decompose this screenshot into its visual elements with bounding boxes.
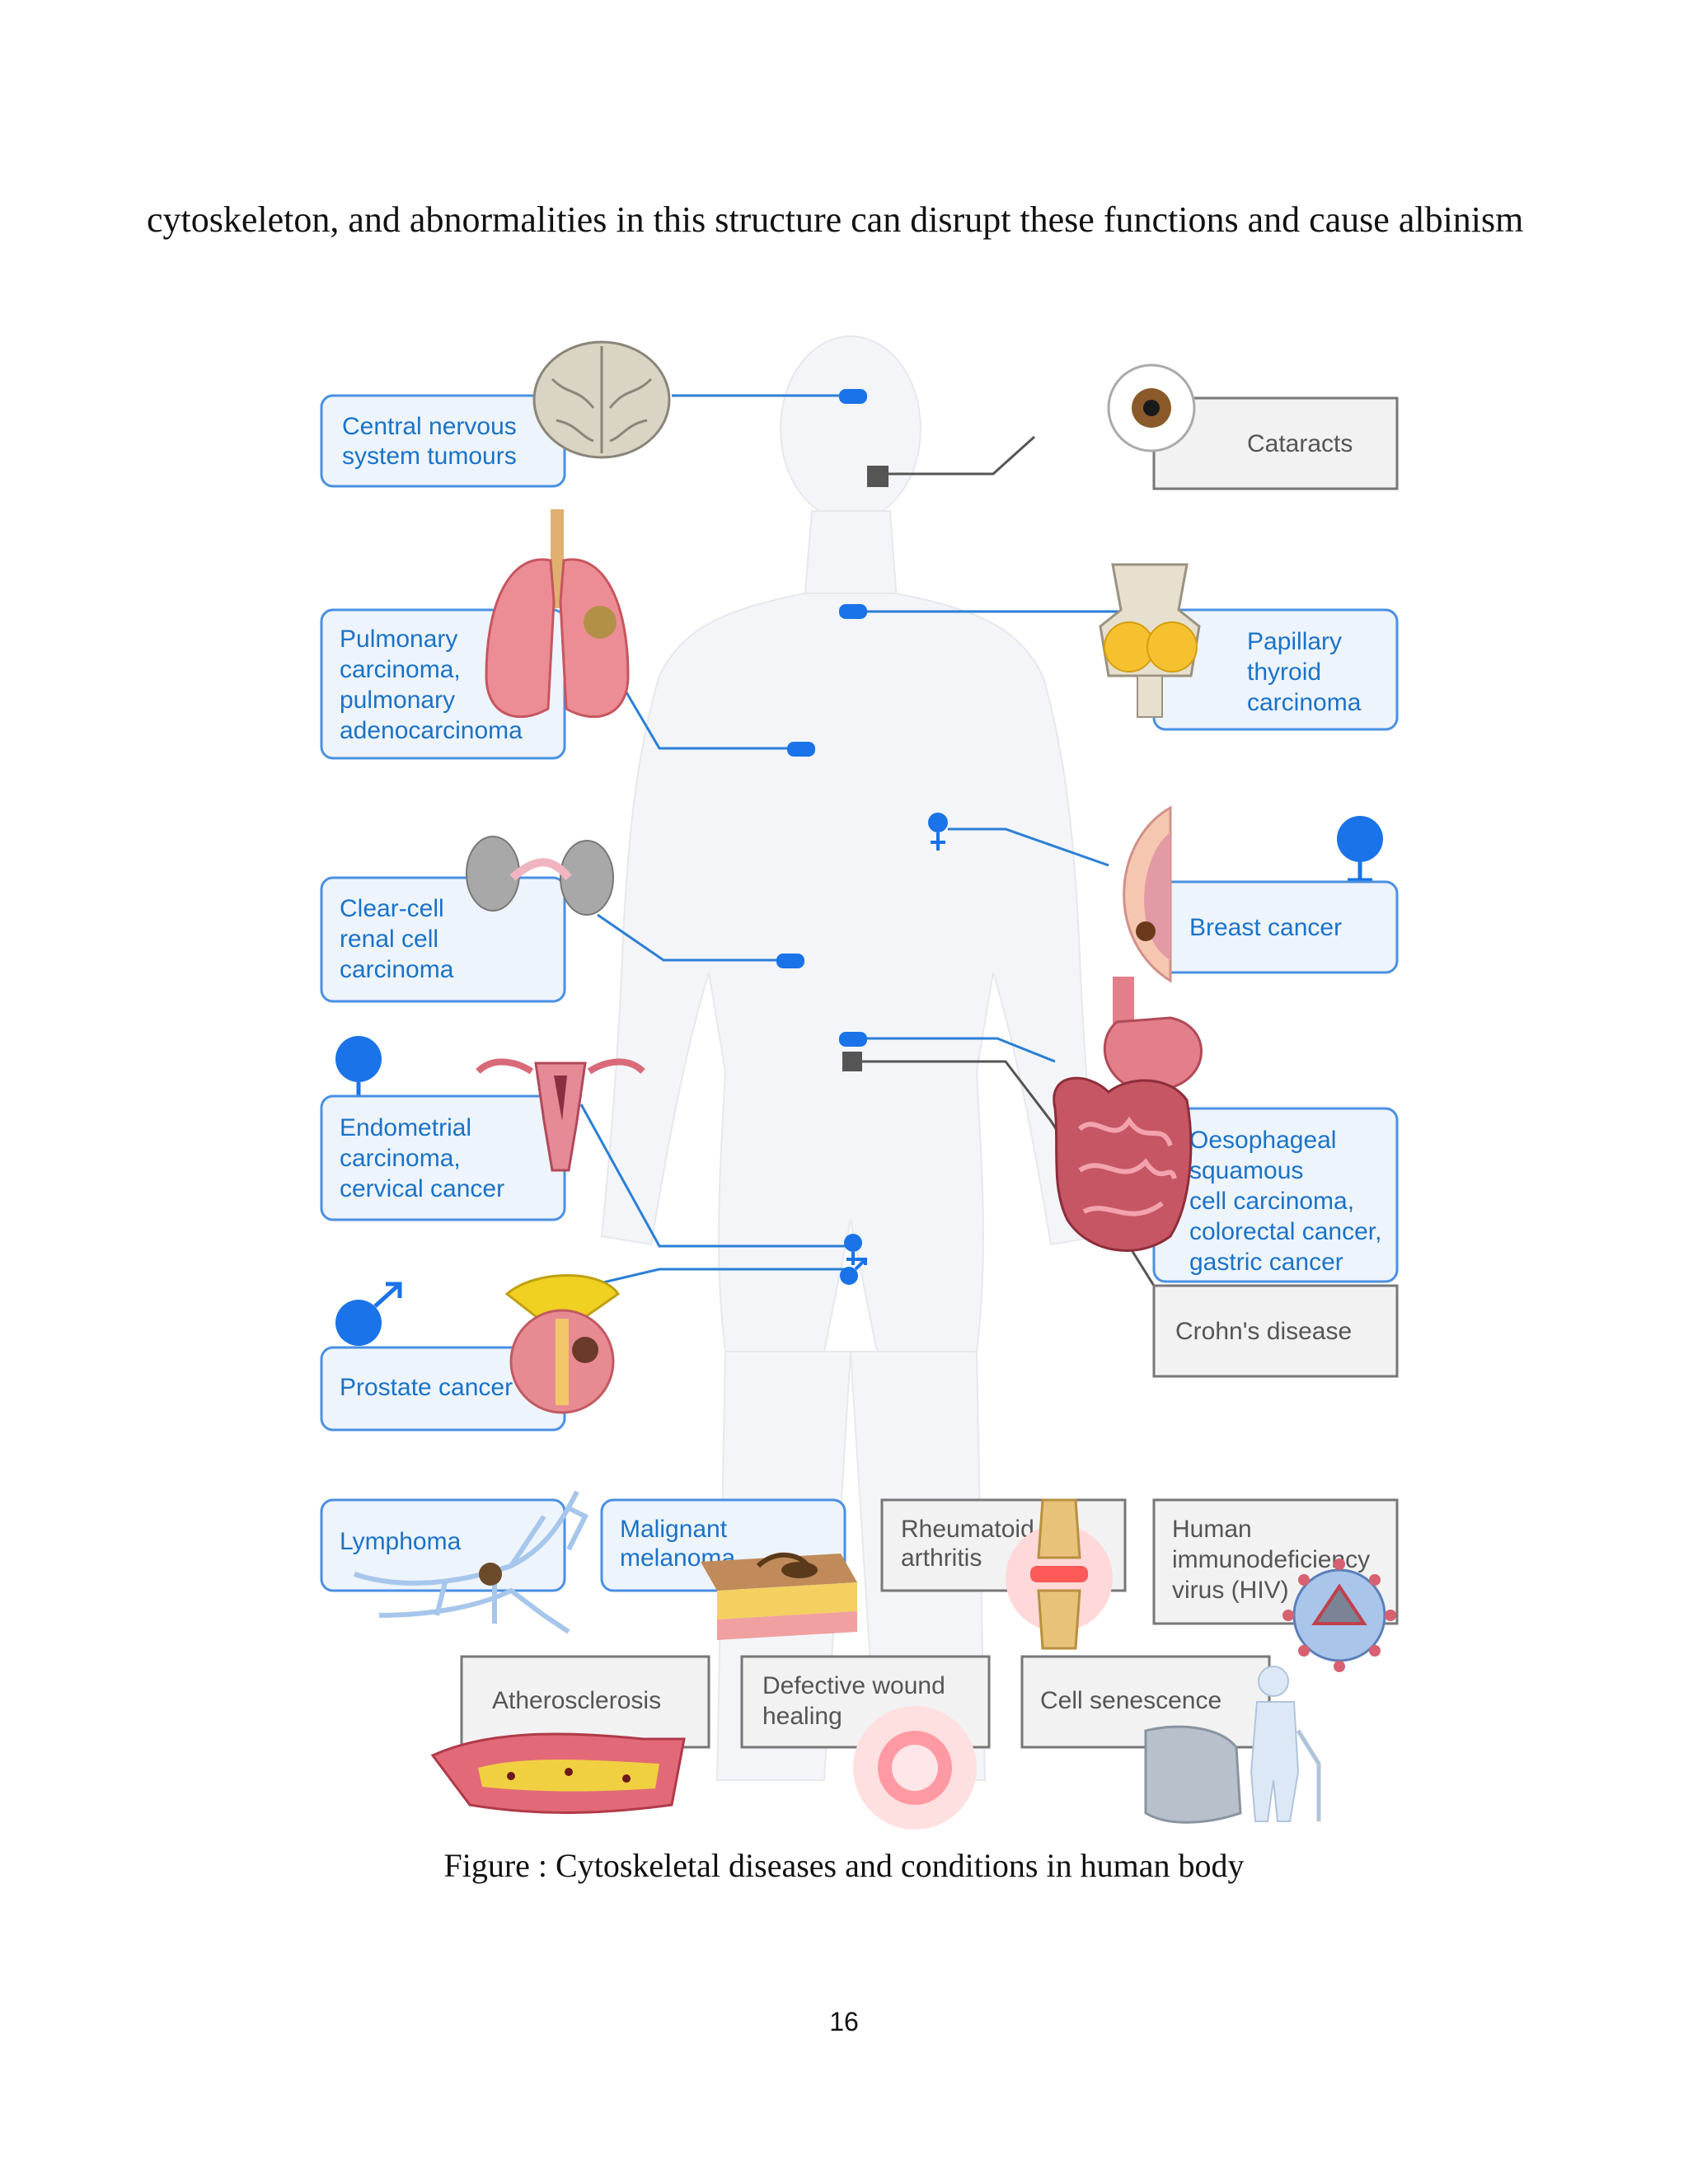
brain-icon [532,340,671,459]
hiv-virus-icon [1282,1558,1396,1672]
breast-label: Breast cancer [1189,914,1342,941]
body-paragraph: cytoskeleton, and abnormalities in this … [147,199,1524,240]
kidneys-icon [466,836,614,916]
artery-plaque-icon [430,1732,686,1814]
athero-label: Atherosclerosis [492,1687,661,1714]
wound-icon [853,1706,977,1830]
cataracts-label: Cataracts [1247,430,1353,457]
female-symbol-pelvis-marker [844,1234,862,1265]
prostate-icon [504,1274,621,1414]
prostate-label: Prostate cancer [340,1374,513,1401]
male-symbol-pelvis-marker [840,1258,867,1285]
digestive-tract-icon [1053,977,1203,1252]
crohn-label: Crohn's disease [1175,1318,1352,1345]
label-box-breast: Breast cancer [1152,880,1399,974]
male-symbol-prostate [335,1282,402,1346]
cell-senescence-icon [1144,1666,1321,1824]
label-box-crohn: Crohn's disease [1152,1284,1399,1378]
lymphoma-label: Lymphoma [340,1528,462,1555]
lungs-icon [485,509,630,719]
label-box-prostate: Prostate cancer [320,1346,566,1432]
label-box-athero: Atherosclerosis [460,1655,710,1749]
joint-icon [1006,1498,1113,1650]
uterus-icon [476,1058,645,1172]
senescence-label: Cell senescence [1040,1687,1221,1714]
figure-caption: Figure : Cytoskeletal diseases and condi… [443,1847,1245,1884]
eye-icon [1107,363,1196,452]
thyroid-icon [1099,563,1201,718]
lymph-network-icon [354,1490,589,1634]
page-number: 16 [829,2007,859,2036]
breast-icon [1123,805,1172,983]
female-symbol-breast-marker [928,813,948,851]
label-box-cataracts: Cataracts [1152,396,1399,490]
skin-layers-icon [701,1552,857,1640]
body-markers [776,389,948,1285]
